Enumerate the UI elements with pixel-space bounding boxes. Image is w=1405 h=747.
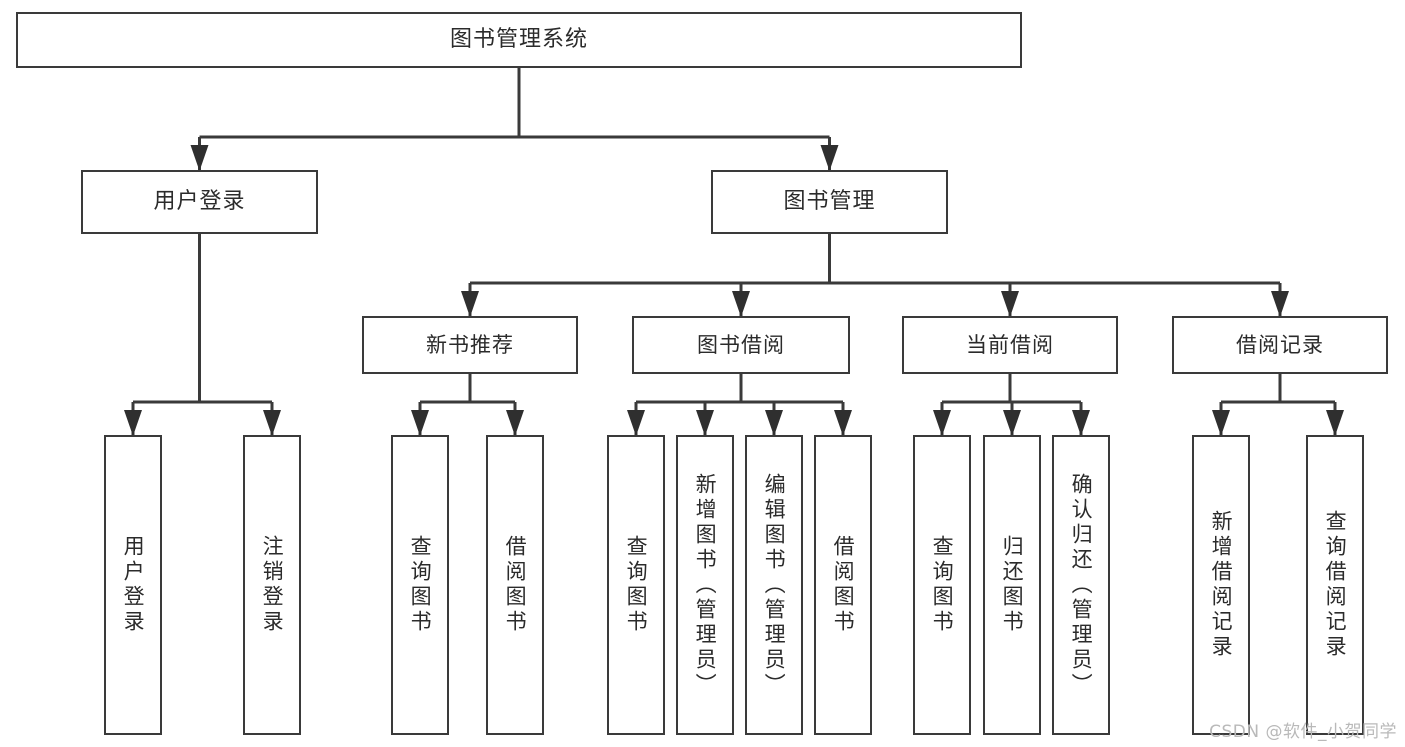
node-label: 查询图书 [408, 535, 433, 635]
node-label: 用户登录 [121, 535, 146, 635]
arrow-head-icon [627, 410, 645, 436]
node-l-confirm-return[interactable]: 确认归还（管理员） [1052, 435, 1110, 735]
node-l-query-book-2[interactable]: 查询图书 [607, 435, 665, 735]
node-l-return-book[interactable]: 归还图书 [983, 435, 1041, 735]
node-n-book-manage[interactable]: 图书管理 [711, 170, 948, 234]
node-n-current-borrow[interactable]: 当前借阅 [902, 316, 1118, 374]
arrow-head-icon [765, 410, 783, 436]
arrow-head-icon [1003, 410, 1021, 436]
arrow-head-icon [411, 410, 429, 436]
node-label: 新书推荐 [426, 332, 514, 357]
node-label: 新增图书（管理员） [693, 472, 718, 698]
node-label: 归还图书 [1000, 535, 1025, 635]
node-label: 当前借阅 [966, 332, 1054, 357]
node-l-query-book-3[interactable]: 查询图书 [913, 435, 971, 735]
arrow-head-icon [820, 145, 839, 171]
node-label: 确认归还（管理员） [1069, 472, 1094, 698]
node-label: 图书管理系统 [449, 27, 588, 53]
node-l-borrow-book-2[interactable]: 借阅图书 [814, 435, 872, 735]
node-n-user-login[interactable]: 用户登录 [81, 170, 318, 234]
node-l-edit-book[interactable]: 编辑图书（管理员） [745, 435, 803, 735]
node-label: 查询借阅记录 [1323, 510, 1348, 660]
arrow-head-icon [1326, 410, 1344, 436]
node-l-query-book-1[interactable]: 查询图书 [391, 435, 449, 735]
arrow-head-icon [834, 410, 852, 436]
node-label: 编辑图书（管理员） [762, 472, 787, 698]
node-label: 借阅图书 [831, 535, 856, 635]
node-l-logout[interactable]: 注销登录 [243, 435, 301, 735]
arrow-head-icon [263, 410, 281, 436]
node-label: 用户登录 [153, 189, 246, 215]
node-label: 借阅记录 [1236, 332, 1324, 357]
watermark-label: CSDN @软件_小贺同学 [1209, 722, 1397, 742]
arrow-head-icon [461, 291, 479, 317]
arrow-head-icon [696, 410, 714, 436]
arrow-head-icon [732, 291, 750, 317]
node-n-borrow-record[interactable]: 借阅记录 [1172, 316, 1388, 374]
arrow-head-icon [933, 410, 951, 436]
node-label: 借阅图书 [503, 535, 528, 635]
node-label: 查询图书 [624, 535, 649, 635]
arrow-head-icon [190, 145, 209, 171]
node-l-borrow-book-1[interactable]: 借阅图书 [486, 435, 544, 735]
node-label: 图书管理 [783, 189, 876, 215]
node-n-book-borrow[interactable]: 图书借阅 [632, 316, 850, 374]
node-n-new-book-rec[interactable]: 新书推荐 [362, 316, 578, 374]
node-label: 新增借阅记录 [1209, 510, 1234, 660]
arrow-head-icon [1001, 291, 1019, 317]
arrow-head-icon [124, 410, 142, 436]
arrow-head-icon [1212, 410, 1230, 436]
node-label: 注销登录 [260, 535, 285, 635]
node-l-add-record[interactable]: 新增借阅记录 [1192, 435, 1250, 735]
node-root[interactable]: 图书管理系统 [16, 12, 1022, 68]
node-l-user-login[interactable]: 用户登录 [104, 435, 162, 735]
arrow-head-icon [1072, 410, 1090, 436]
arrow-head-icon [506, 410, 524, 436]
node-label: 查询图书 [930, 535, 955, 635]
node-label: 图书借阅 [697, 332, 785, 357]
arrow-head-icon [1271, 291, 1289, 317]
node-l-query-record[interactable]: 查询借阅记录 [1306, 435, 1364, 735]
node-l-add-book[interactable]: 新增图书（管理员） [676, 435, 734, 735]
